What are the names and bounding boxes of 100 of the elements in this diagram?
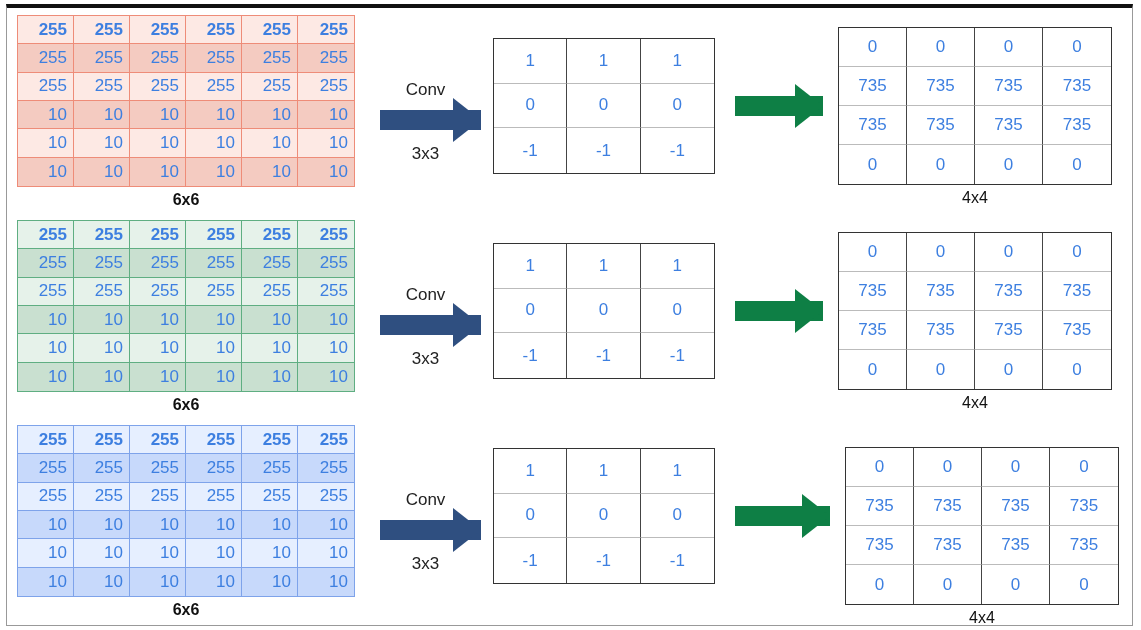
matrix-cell: 10	[18, 567, 74, 596]
matrix-cell: 255	[298, 72, 354, 101]
matrix-cell: 255	[242, 482, 298, 511]
matrix-cell: 10	[186, 362, 242, 391]
matrix-cell: 255	[298, 454, 354, 483]
matrix-cell: 255	[242, 277, 298, 306]
matrix-cell: 0	[846, 448, 914, 487]
matrix-cell: 10	[130, 101, 186, 130]
matrix-cell: 255	[242, 72, 298, 101]
matrix-cell: 0	[839, 233, 907, 272]
size-caption: 6x6	[171, 601, 201, 619]
matrix-cell: 10	[18, 334, 74, 363]
matrix-cell: 10	[130, 362, 186, 391]
matrix-cell: 0	[567, 288, 641, 334]
matrix-cell: 255	[186, 426, 242, 455]
matrix-cell: 255	[186, 221, 242, 250]
matrix-cell: 735	[975, 272, 1043, 311]
matrix-cell: 735	[975, 106, 1043, 145]
matrix-cell: 10	[186, 157, 242, 186]
matrix-cell: 255	[298, 44, 354, 73]
matrix-cell: 735	[839, 106, 907, 145]
edge-label: Conv 3x3	[404, 79, 447, 165]
matrix-cell: 0	[640, 288, 714, 334]
matrix-cell: 1	[640, 39, 714, 84]
matrix-cell: 0	[567, 493, 641, 539]
matrix-cell: 255	[74, 16, 130, 45]
matrix-cell: 735	[1043, 311, 1111, 350]
edge-label: Conv 3x3	[404, 489, 447, 575]
matrix-cell: 255	[18, 454, 74, 483]
matrix-cell: 10	[186, 101, 242, 130]
matrix-cell: 0	[907, 28, 975, 67]
matrix-cell: 735	[1043, 67, 1111, 106]
matrix-cell: 255	[298, 426, 354, 455]
matrix-cell: 10	[298, 129, 354, 158]
matrix-cell: -1	[567, 128, 641, 173]
matrix-cell-text: 0	[1071, 153, 1083, 176]
matrix-cell: 255	[298, 482, 354, 511]
matrix-cell: 255	[18, 426, 74, 455]
matrix-cell: 0	[982, 448, 1050, 487]
size-caption: 4x4	[961, 189, 989, 207]
arrow	[380, 98, 481, 142]
matrix-cell: 10	[74, 334, 130, 363]
matrix-cell: 10	[18, 539, 74, 568]
matrix-cell: 255	[242, 16, 298, 45]
arrow	[380, 303, 481, 347]
matrix-cell: 255	[186, 482, 242, 511]
matrix-cell: 255	[298, 277, 354, 306]
matrix-cell: 0	[914, 448, 982, 487]
matrix-cell: 255	[130, 426, 186, 455]
matrix-cell: 10	[130, 511, 186, 540]
matrix-cell: 1	[567, 244, 641, 289]
matrix-cell-text: -1	[668, 344, 686, 367]
size-caption: 6x6	[171, 396, 201, 414]
matrix-cell: 255	[130, 221, 186, 250]
matrix-cell: -1	[494, 333, 568, 378]
matrix-cell: 255	[130, 44, 186, 73]
matrix-cell: 735	[914, 487, 982, 526]
matrix-cell: 255	[130, 482, 186, 511]
size-caption: 4x4	[961, 394, 989, 412]
matrix-cell: 10	[130, 567, 186, 596]
matrix-cell: 10	[130, 539, 186, 568]
matrix-cell-text: 0	[1078, 573, 1090, 596]
matrix-cell: 0	[975, 350, 1043, 389]
matrix-cell: 255	[186, 454, 242, 483]
arrow	[735, 289, 823, 333]
matrix-cell: 0	[975, 233, 1043, 272]
matrix-cell: 735	[839, 67, 907, 106]
matrix-cell: 10	[18, 362, 74, 391]
matrix-cell: 735	[839, 272, 907, 311]
matrix-cell: 10	[298, 511, 354, 540]
matrix-cell: 0	[839, 350, 907, 389]
matrix-cell: 10	[298, 362, 354, 391]
matrix-cell: 0	[1043, 28, 1111, 67]
matrix-cell: 735	[975, 67, 1043, 106]
matrix-cell: 255	[186, 249, 242, 278]
matrix-cell: -1	[567, 538, 641, 583]
size-caption: 4x4	[968, 609, 996, 627]
matrix-cell: 735	[914, 526, 982, 565]
matrix-cell: 10	[298, 334, 354, 363]
matrix-cell: 735	[907, 106, 975, 145]
matrix-cell: 735	[846, 487, 914, 526]
matrix-cell: 0	[839, 28, 907, 67]
matrix-cell: 10	[242, 101, 298, 130]
matrix-cell: 255	[74, 482, 130, 511]
matrix-cell: 255	[74, 249, 130, 278]
matrix-cell: 10	[298, 157, 354, 186]
matrix-cell: 255	[18, 482, 74, 511]
matrix-cell: 0	[640, 493, 714, 539]
matrix-cell: 0	[975, 28, 1043, 67]
matrix-cell: 10	[74, 101, 130, 130]
matrix-cell: 1	[567, 449, 641, 494]
matrix-cell: -1	[567, 333, 641, 378]
matrix-cell: 255	[242, 221, 298, 250]
matrix-cell-text: -1	[668, 549, 686, 572]
matrix-cell: 255	[18, 16, 74, 45]
matrix-cell: 10	[242, 362, 298, 391]
matrix-cell: 735	[839, 311, 907, 350]
matrix-cell: 10	[186, 539, 242, 568]
matrix-cell: 0	[907, 145, 975, 184]
matrix-cell-text: 0	[1071, 358, 1083, 381]
